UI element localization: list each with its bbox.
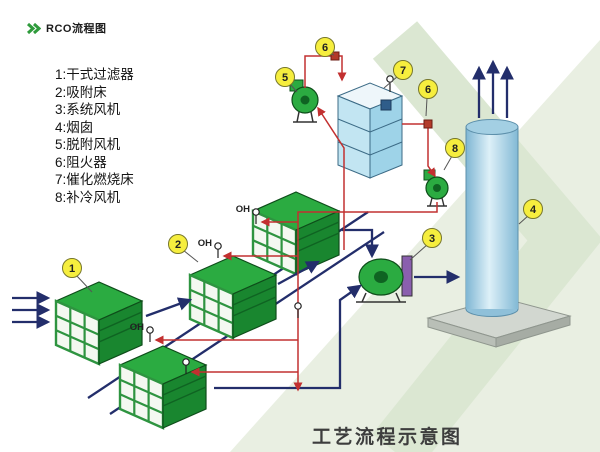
legend-item: 8:补冷风机 (55, 189, 121, 205)
svg-text:6: 6 (425, 84, 431, 96)
adsorption-bed (188, 254, 278, 340)
badge-8: 8 (443, 138, 465, 171)
legend-item: 1:干式过滤器 (55, 67, 134, 82)
control-panel-icon (380, 99, 392, 111)
catalytic-combustion-unit (336, 82, 404, 179)
page-header: RCO流程图 (26, 20, 106, 36)
legend-item: 7:催化燃烧床 (55, 172, 134, 187)
badge-6-right: 6 (418, 79, 438, 117)
badge-5: 5 (275, 67, 298, 93)
valve-icon (386, 75, 394, 92)
badge-2: 2 (168, 234, 199, 263)
valve-icon (182, 358, 190, 374)
legend-item: 5:脱附风机 (55, 137, 121, 152)
background-chevron (372, 21, 600, 452)
oh-label: OH (130, 322, 144, 333)
chimney (465, 119, 519, 317)
exhaust-arrows (472, 59, 514, 118)
legend-item: 3:系统风机 (55, 102, 121, 117)
flame-arrester (330, 51, 340, 61)
legend-item: 2:吸附床 (55, 84, 107, 100)
valve-icon (146, 326, 154, 342)
svg-text:3: 3 (429, 233, 435, 245)
diagram-caption: 工艺流程示意图 (312, 427, 463, 448)
valve-icon (294, 302, 302, 318)
legend-item: 6:阻火器 (55, 154, 107, 170)
legend: 1:干式过滤器 2:吸附床 3:系统风机 4:烟囱 5:脱附风机 6:阻火器 7… (55, 66, 134, 206)
desorption-pipes (154, 51, 438, 392)
adsorption-bed (251, 190, 341, 276)
oh-label: OH (198, 238, 212, 249)
cooling-fan (423, 169, 449, 207)
legend-item: 4:烟囱 (55, 119, 94, 135)
oh-label: OH (236, 204, 250, 215)
badge-7: 7 (383, 60, 413, 89)
double-chevron-icon (26, 22, 41, 34)
badge-6-top: 6 (315, 37, 335, 57)
system-fan (356, 255, 413, 303)
page-title: RCO流程图 (46, 23, 107, 35)
svg-text:2: 2 (175, 239, 181, 251)
badge-1: 1 (62, 258, 93, 293)
svg-text:4: 4 (530, 204, 537, 216)
desorption-fan (289, 79, 319, 123)
valve-icon (252, 208, 260, 224)
svg-text:5: 5 (282, 72, 288, 84)
flame-arrester (423, 119, 433, 129)
svg-text:7: 7 (400, 65, 406, 77)
svg-text:6: 6 (322, 42, 328, 54)
svg-text:8: 8 (452, 143, 458, 155)
badge-3: 3 (409, 228, 442, 261)
svg-text:1: 1 (69, 263, 75, 275)
oh-labels: OH OH OH (130, 204, 250, 333)
badge-4: 4 (518, 199, 543, 225)
valves (146, 75, 394, 374)
valve-icon (214, 242, 222, 258)
